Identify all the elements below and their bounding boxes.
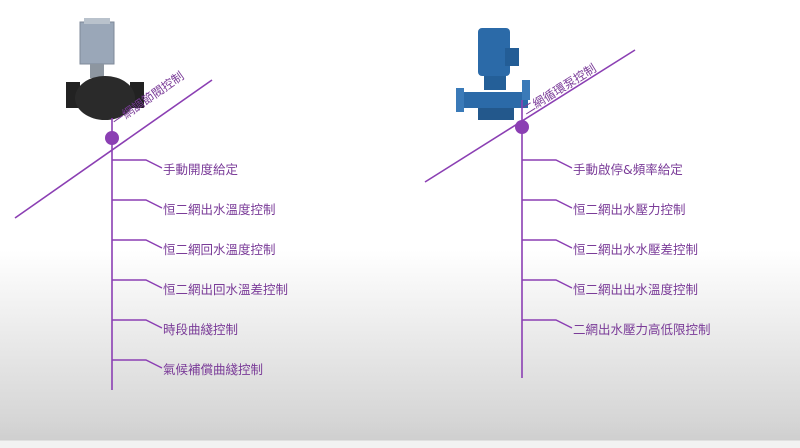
- list-item: 恒二網出出水溫度控制: [573, 282, 698, 297]
- branch-line: [522, 279, 573, 289]
- branch-line: [112, 159, 163, 169]
- branch-line: [522, 199, 573, 209]
- list-item: 手動啟停&頻率給定: [573, 162, 683, 177]
- list-item: 恒二網出水溫度控制: [163, 202, 276, 217]
- pump-image: [456, 28, 530, 120]
- branch-line: [522, 239, 573, 249]
- list-item: 恒二網出水壓力控制: [573, 202, 686, 217]
- branch-line: [522, 159, 573, 169]
- list-item: 恒二網回水溫度控制: [163, 242, 276, 257]
- list-item: 二網出水壓力高低限控制: [573, 322, 711, 337]
- branch-line: [112, 359, 163, 369]
- branch-line: [112, 239, 163, 249]
- node-dot: [105, 131, 119, 145]
- branch-line: [112, 319, 163, 329]
- list-item: 氣候補償曲綫控制: [163, 362, 263, 377]
- branch-line: [112, 199, 163, 209]
- list-item: 時段曲綫控制: [163, 322, 238, 337]
- valve-image: [66, 18, 144, 120]
- branch-line: [112, 279, 163, 289]
- list-item: 恒二網出水水壓差控制: [573, 242, 698, 257]
- branch-line: [522, 319, 573, 329]
- list-item: 手動開度給定: [163, 162, 238, 177]
- diagonal-line: [14, 79, 213, 219]
- node-dot: [515, 120, 529, 134]
- diagonal-line: [424, 49, 636, 183]
- list-item: 恒二網出回水溫差控制: [163, 282, 288, 297]
- left-tree: 一網調節閥控制手動開度給定恒二網出水溫度控制恒二網回水溫度控制恒二網出回水溫差控…: [14, 68, 288, 390]
- title-label: 二網循環泵控制: [520, 61, 599, 117]
